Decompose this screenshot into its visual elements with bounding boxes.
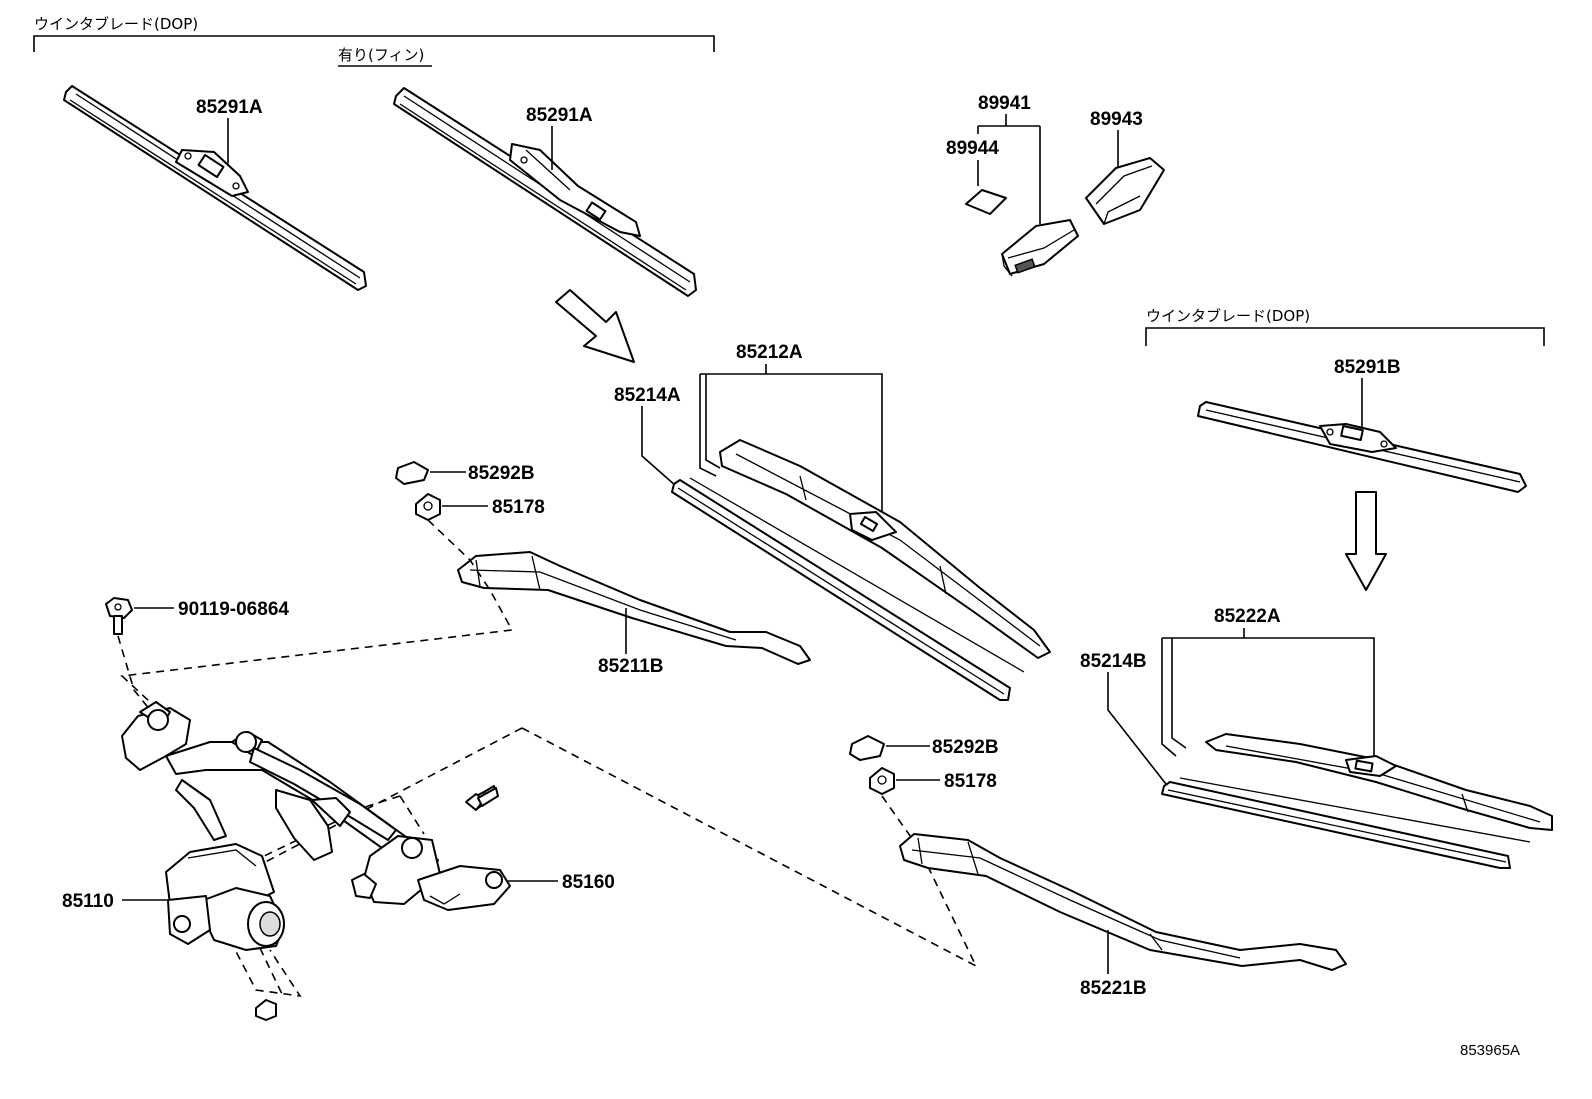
cap-85292B-upper[interactable] xyxy=(395,461,429,485)
wiper-rubber-85214B[interactable] xyxy=(1161,777,1531,869)
label-85178-lower: 85178 xyxy=(944,771,997,792)
arrow-replace-right-icon xyxy=(555,289,635,363)
label-85291A-right: 85291A xyxy=(526,105,593,126)
header-bracket-left: ウインタブレード(DOP) 有り(フィン) xyxy=(33,15,715,67)
label-85214A: 85214A xyxy=(614,385,681,406)
label-85110: 85110 xyxy=(62,891,114,912)
label-85212A: 85212A xyxy=(736,342,803,363)
cap-85292B-lower[interactable] xyxy=(849,735,885,761)
nut-85178-lower[interactable] xyxy=(869,767,895,795)
label-85222A: 85222A xyxy=(1214,606,1281,627)
label-85211B: 85211B xyxy=(598,656,664,677)
header-wiper-blade-dop-right: ウインタブレード(DOP) xyxy=(1146,307,1310,325)
header-wiper-blade-dop-left: ウインタブレード(DOP) xyxy=(34,15,198,33)
label-85160: 85160 xyxy=(562,872,615,893)
sensor-cover-89943[interactable] xyxy=(1085,157,1165,225)
label-89943: 89943 xyxy=(1090,109,1143,130)
arrow-replace-down-icon xyxy=(1345,491,1387,591)
wiper-motor-85110[interactable] xyxy=(165,843,285,951)
sensor-pad-89944[interactable] xyxy=(965,189,1007,215)
nut-85178-upper[interactable] xyxy=(415,493,441,521)
label-85291A-left: 85291A xyxy=(196,97,263,118)
label-85292B-upper: 85292B xyxy=(468,463,535,484)
wiper-blade-85222A[interactable] xyxy=(1205,733,1553,831)
bolt-small-linkage xyxy=(465,787,499,811)
wiper-blade-85291B[interactable] xyxy=(1197,401,1527,493)
wiper-blade-85291A-left[interactable] xyxy=(63,85,367,291)
rain-sensor-89941[interactable] xyxy=(1001,219,1079,277)
label-90119-06864: 90119-06864 xyxy=(178,599,289,620)
cap-motor-small xyxy=(255,999,277,1021)
wiper-linkage-assembly[interactable] xyxy=(121,701,511,911)
figure-number: 853965A xyxy=(1460,1042,1520,1059)
wiper-blade-85291A-right[interactable] xyxy=(393,87,697,297)
header-with-fin: 有り(フィン) xyxy=(338,46,424,64)
wiper-arm-85221B[interactable] xyxy=(899,833,1347,971)
label-89944: 89944 xyxy=(946,138,999,159)
wiper-rubber-85214A[interactable] xyxy=(671,477,1025,701)
label-85291B: 85291B xyxy=(1334,357,1401,378)
header-bracket-right: ウインタブレード(DOP) xyxy=(1145,307,1545,346)
wiper-arm-85211B[interactable] xyxy=(457,551,811,665)
label-85214B: 85214B xyxy=(1080,651,1147,672)
label-89941: 89941 xyxy=(978,93,1031,114)
label-85221B: 85221B xyxy=(1080,978,1147,999)
bolt-90119-06864[interactable] xyxy=(105,597,133,635)
label-85178-upper: 85178 xyxy=(492,497,545,518)
wiper-blade-85212A[interactable] xyxy=(719,439,1051,659)
label-85292B-lower: 85292B xyxy=(932,737,999,758)
